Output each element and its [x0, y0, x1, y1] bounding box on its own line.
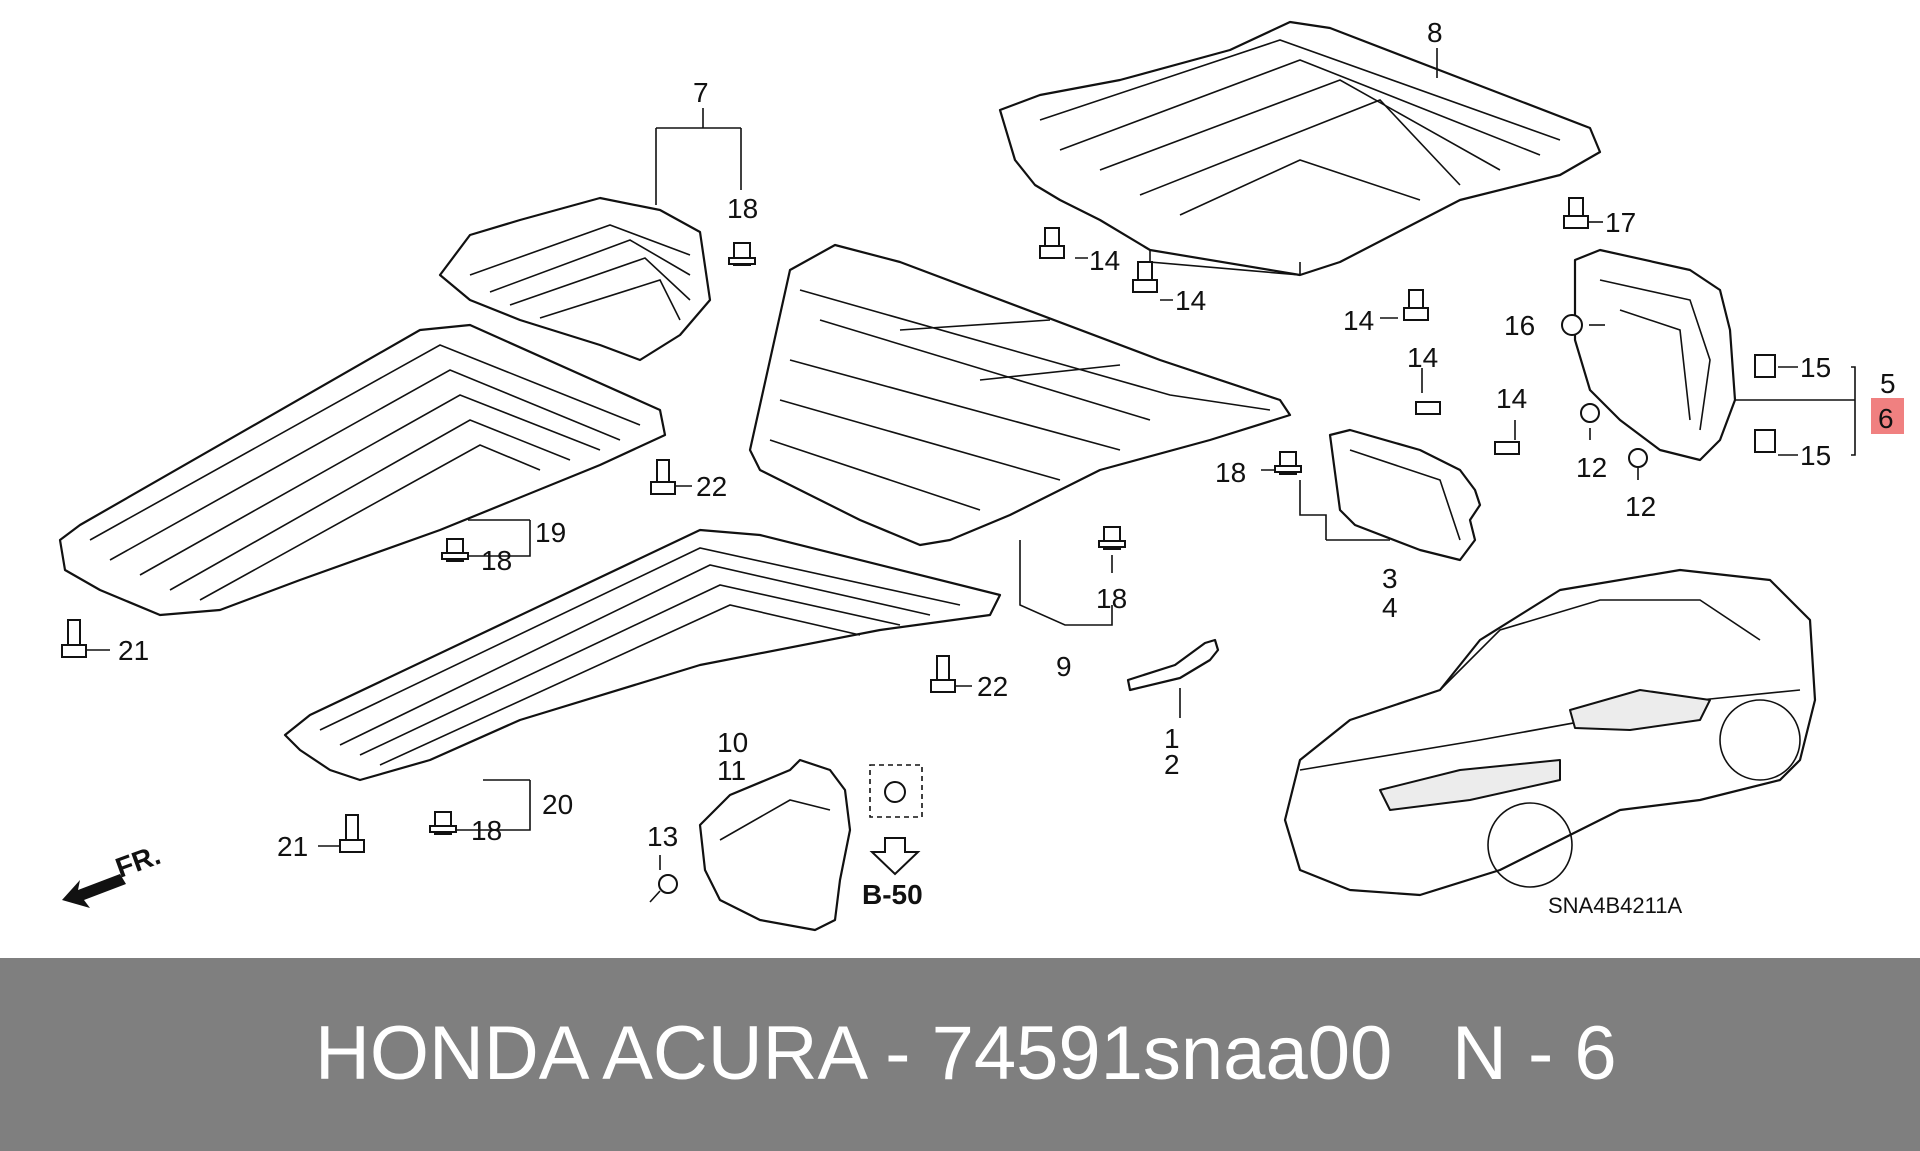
screw-12-icon: [1628, 448, 1648, 468]
bolt-18-icon: [441, 538, 469, 562]
callout-15b: 15: [1800, 440, 1831, 471]
callout-labels: 1 2 3 4 5 6 7 8 9 10 11 12 12 13 14 14 1…: [111, 17, 1904, 918]
arrow-down-icon: [869, 837, 921, 876]
callout-10: 10: [717, 727, 748, 758]
callout-18a: 18: [727, 193, 758, 224]
footer-bar: HONDA ACURA - 74591snaa00 N - 6: [0, 958, 1920, 1151]
bolt-21-icon: [61, 619, 87, 658]
callout-21b: 21: [277, 831, 308, 862]
callout-16: 16: [1504, 310, 1535, 341]
callout-2: 2: [1164, 749, 1180, 780]
callout-15a: 15: [1800, 352, 1831, 383]
bolt-18-icon: [1274, 451, 1302, 475]
bolt-21-icon: [339, 814, 365, 853]
bolt-14-icon: [1132, 261, 1158, 293]
callout-9: 9: [1056, 651, 1072, 682]
callout-22b: 22: [977, 671, 1008, 702]
callout-14c: 14: [1343, 305, 1374, 336]
front-splash-cover-part-7: [438, 196, 712, 362]
reference-code-label: B-50: [862, 879, 923, 910]
bolt-17-icon: [1563, 197, 1589, 229]
callout-22a: 22: [696, 471, 727, 502]
position-label: N - 6: [1452, 1011, 1617, 1096]
left-floor-cover-part-19: [58, 323, 667, 617]
exploded-parts-diagram: 1 2 3 4 5 6 7 8 9 10 11 12 12 13 14 14 1…: [58, 17, 1904, 932]
front-marker-label: FR.: [111, 839, 164, 884]
bolt-14-icon: [1415, 401, 1441, 415]
right-floor-cover-part-20: [283, 528, 1002, 782]
callout-17: 17: [1605, 207, 1636, 238]
callout-14e: 14: [1496, 383, 1527, 414]
callout-18d: 18: [481, 545, 512, 576]
callout-13: 13: [647, 821, 678, 852]
callout-12b: 12: [1625, 491, 1656, 522]
car-location-overview: [1283, 568, 1817, 897]
figure-code-label: SNA4B4211A: [1548, 893, 1682, 918]
callout-12a: 12: [1576, 452, 1607, 483]
clip-15-icon: [1754, 354, 1776, 378]
bolt-22-icon: [650, 459, 676, 495]
splash-shield-bracket-part-3-4: [1328, 428, 1482, 562]
bolt-14-icon: [1039, 227, 1065, 259]
mud-guard-part-10-11: [698, 758, 852, 932]
callout-19: 19: [535, 517, 566, 548]
callout-5: 5: [1880, 368, 1896, 399]
bolt-14-icon: [1494, 441, 1520, 455]
rear-undercover-part-8: [998, 20, 1602, 277]
clip-reference-icon: [869, 764, 923, 818]
callout-14b: 14: [1175, 285, 1206, 316]
screw-12-icon: [1580, 403, 1600, 423]
bolt-14-icon: [1403, 289, 1429, 321]
molding-strip-part-1-2: [1126, 638, 1220, 692]
callout-8: 8: [1427, 17, 1443, 48]
clip-16-icon: [1561, 314, 1583, 336]
rear-splash-guard-part-5-6: [1573, 248, 1737, 462]
callout-6: 6: [1878, 403, 1894, 434]
callout-18e: 18: [471, 815, 502, 846]
callout-14a: 14: [1089, 245, 1120, 276]
front-direction-arrow-icon: [62, 874, 126, 908]
callout-20: 20: [542, 789, 573, 820]
bolt-22-icon: [930, 655, 956, 693]
callout-3: 3: [1382, 563, 1398, 594]
callout-4: 4: [1382, 592, 1398, 623]
bolt-18-icon: [728, 242, 756, 266]
callout-7: 7: [693, 77, 709, 108]
screw-13-icon: [649, 874, 678, 903]
callout-18c: 18: [1096, 583, 1127, 614]
center-floor-cover-part-9: [748, 243, 1292, 547]
fasteners: [61, 197, 1776, 903]
bolt-18-icon: [429, 811, 457, 835]
clip-15-icon: [1754, 429, 1776, 453]
callout-11: 11: [717, 755, 746, 786]
callout-14d: 14: [1407, 342, 1438, 373]
bolt-18-icon: [1098, 526, 1126, 550]
leader-lines: [86, 48, 1856, 870]
callout-21a: 21: [118, 635, 149, 666]
part-title: HONDA ACURA - 74591snaa00: [315, 1011, 1393, 1096]
callout-1: 1: [1164, 723, 1180, 754]
callout-18b: 18: [1215, 457, 1246, 488]
callout-6-highlight: [1871, 398, 1904, 434]
